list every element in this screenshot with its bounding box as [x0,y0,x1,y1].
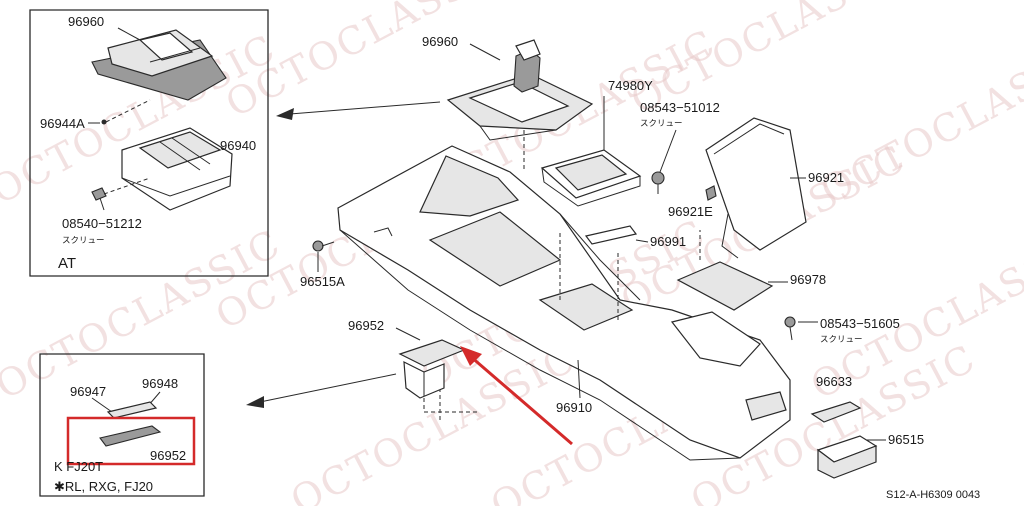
lower-inset-frame [39,353,205,497]
at-label: AT [58,255,76,272]
part-label-96921: 96921 [808,170,844,185]
at-inset: 96960 96944A 96940 08540−51212 スクリュー AT [29,9,269,277]
part-label-96515: 96515 [888,432,924,447]
tray [540,149,642,207]
callout-arrow-at [289,101,441,115]
part-label-96633: 96633 [816,374,852,389]
part-label-96515a: 96515A [300,274,345,289]
part-label-96960: 96960 [422,34,458,49]
shift-indicator-inset [121,127,233,211]
part-label-74980y: 74980Y [608,78,653,93]
lower-inset: 96947 96948 96952 K FJ20T ✱RL, RXG, FJ20 [39,353,205,497]
clip-icon [312,240,335,252]
hinge-clip [705,185,717,201]
trim-strip [584,225,638,245]
part-label-08543-51012: 08543−51012 [640,100,720,115]
callout-arrow-inset [259,373,397,403]
part-label-96940: 96940 [220,138,256,153]
console-mat [676,261,774,311]
part-label-08543-51605: 08543−51605 [820,316,900,331]
pocket-insert [398,339,466,399]
shift-cover-inset [91,29,227,101]
part-label-96952-inset: 96952 [150,448,186,463]
part-label-96944a: 96944A [40,116,85,131]
part-label-08540-jp: スクリュー [62,236,105,246]
part-label-08543-51012-jp: スクリュー [640,119,683,129]
highlight-arrow [469,354,573,446]
part-label-96947: 96947 [70,384,106,399]
screw-icon [651,171,665,194]
center-console [337,145,791,461]
diagram-reference: S12-A-H6309 0043 [886,489,980,501]
shift-boot [446,39,594,141]
screw-icon [91,187,107,211]
highlight-box [66,416,196,466]
part-label-08540-51212: 08540−51212 [62,216,142,231]
variant-note-k: K FJ20T [54,459,103,474]
part-label-96948: 96948 [142,376,178,391]
part-label-96921e: 96921E [668,204,713,219]
screw-icon [784,316,796,341]
variant-note-star: ✱RL, RXG, FJ20 [54,479,153,494]
armrest-lid [705,117,807,259]
part-label-96952: 96952 [348,318,384,333]
part-label-08543-51605-jp: スクリュー [820,335,863,345]
part-label-96978: 96978 [790,272,826,287]
lower-insert-96952 [99,425,162,447]
lower-trim-piece [106,401,158,419]
at-inset-frame [29,9,269,277]
highlight-arrow-head [460,346,482,366]
ashtray [816,435,878,479]
part-label-96910: 96910 [556,400,592,415]
trim-piece-96633 [810,401,862,423]
part-label-96960-inset: 96960 [68,14,104,29]
part-label-96991: 96991 [650,234,686,249]
